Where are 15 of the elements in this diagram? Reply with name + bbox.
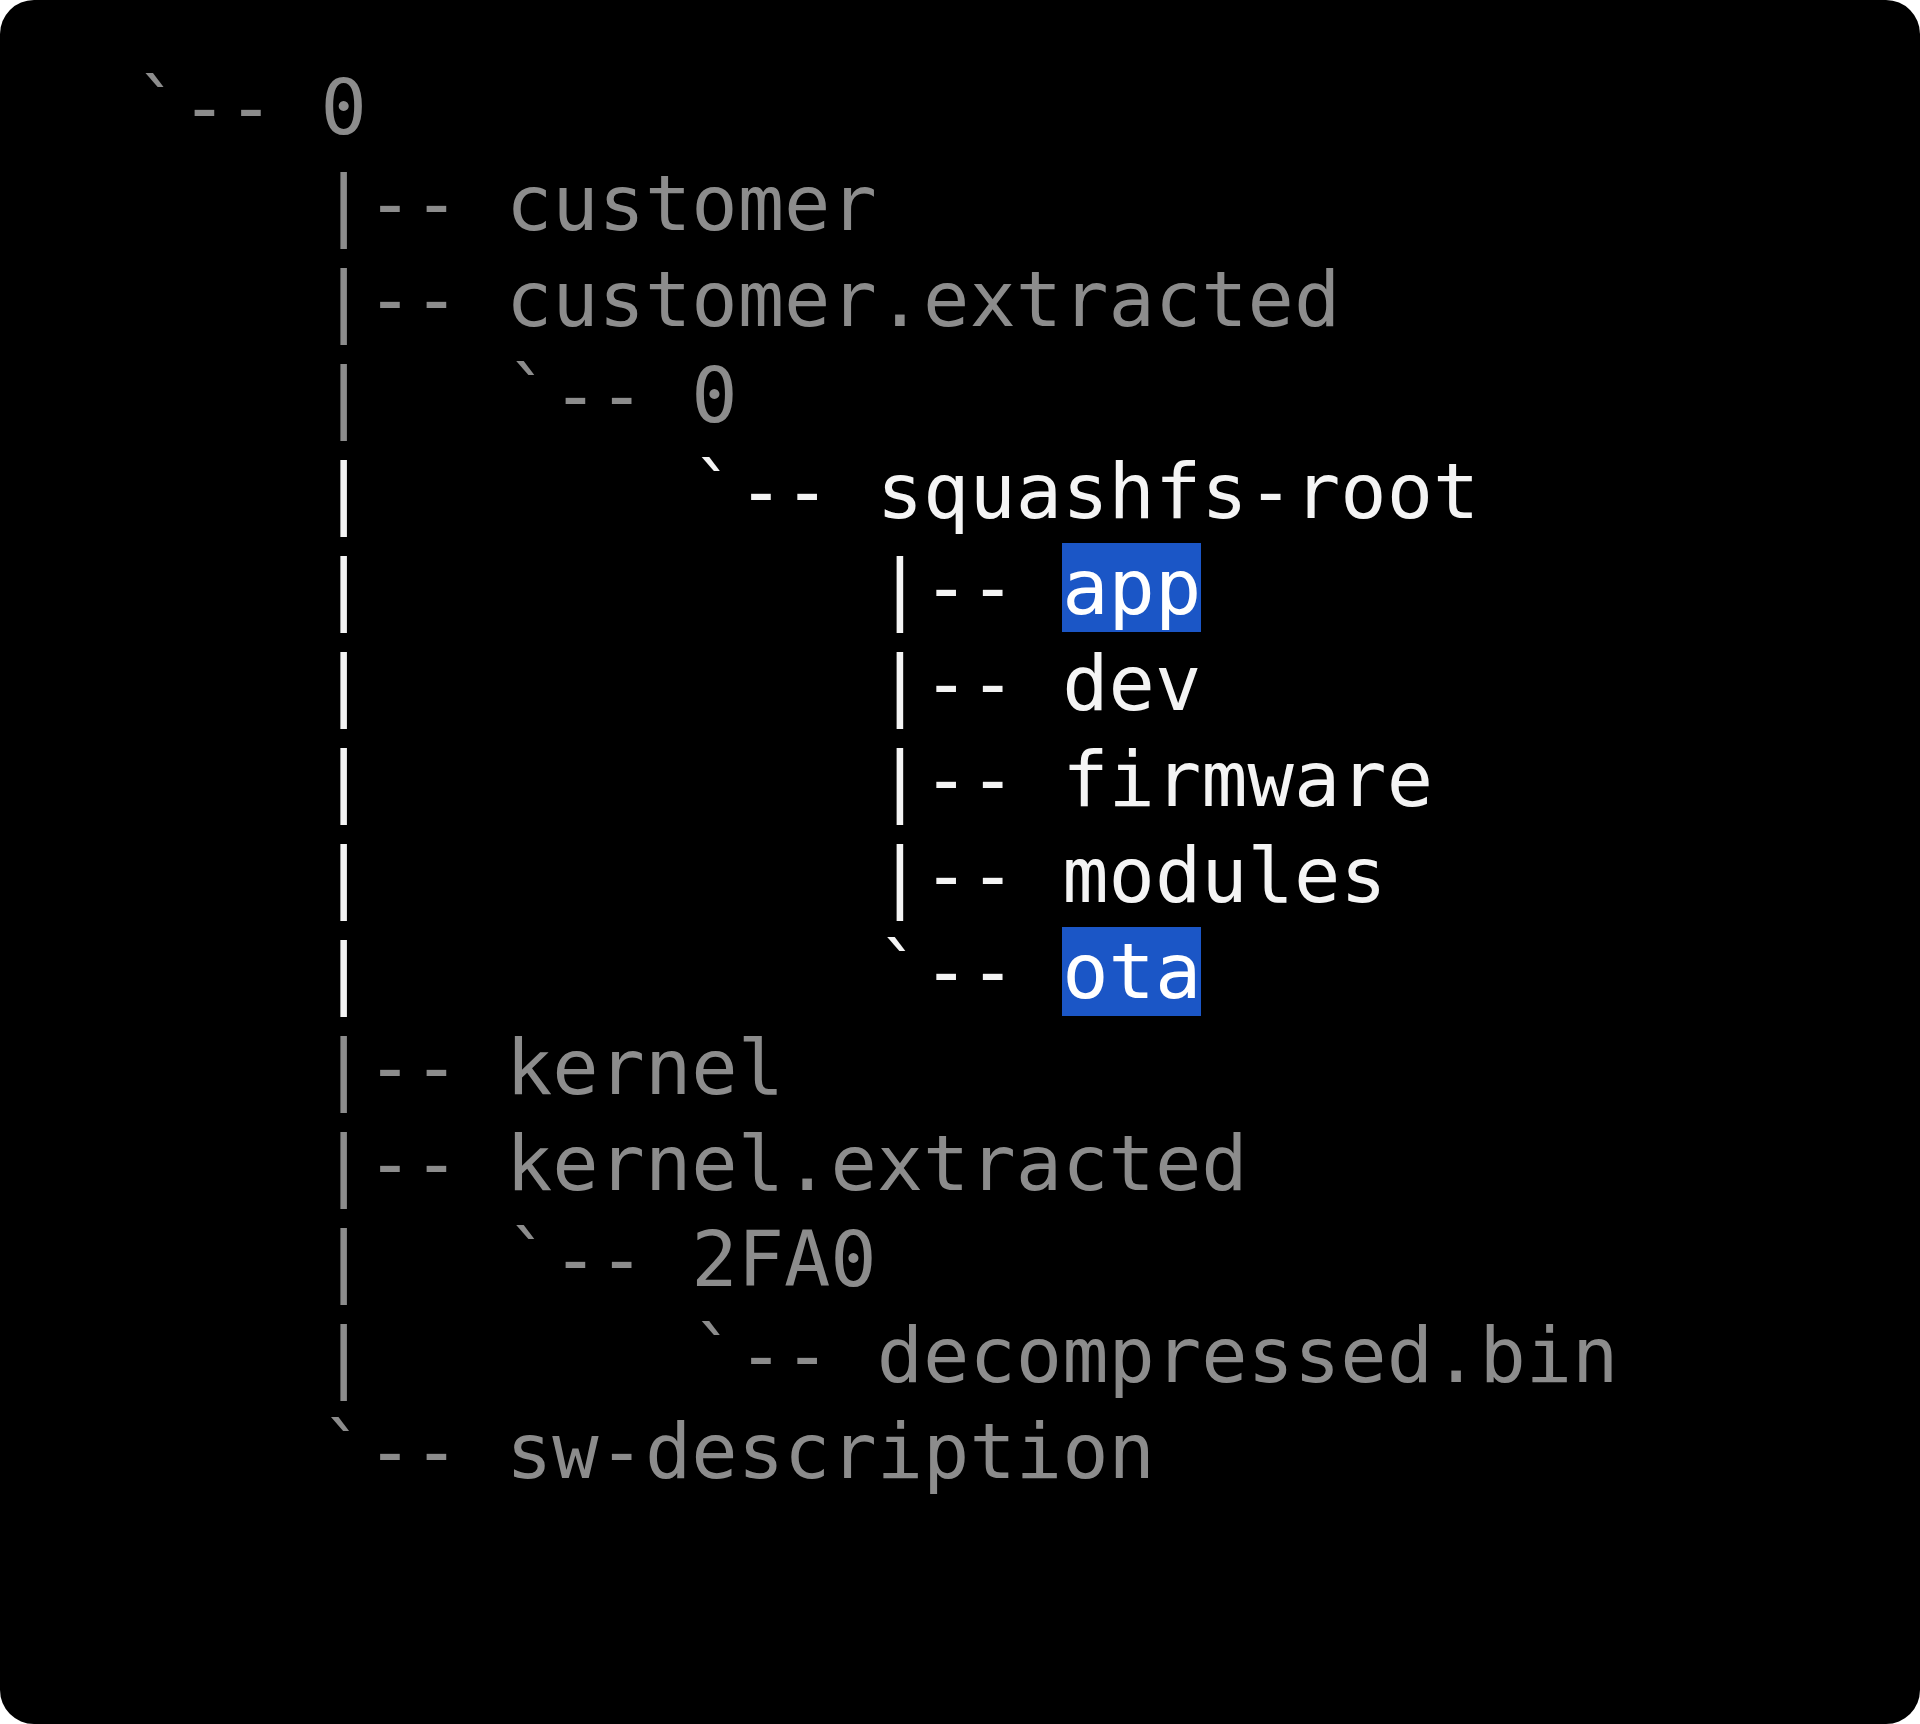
tree-line: `-- 0	[135, 62, 367, 154]
tree-line: |-- kernel	[319, 1022, 785, 1115]
tree-line: | `-- decompressed.bin	[319, 1310, 1619, 1403]
tree-line: |-- customer.extracted	[319, 254, 1341, 347]
tree-line: | |-- dev	[319, 638, 1202, 731]
tree-line: | |-- app	[319, 542, 1202, 635]
tree-line: |-- customer	[319, 158, 877, 251]
tree-line: | `-- 0	[319, 350, 738, 443]
tree-line: | `-- 2FA0	[319, 1214, 877, 1307]
tree-line: | |-- modules	[319, 830, 1387, 923]
tree-line: | |-- firmware	[319, 734, 1434, 827]
tree-line: |-- kernel.extracted	[319, 1118, 1248, 1211]
tree-line: | `-- ota	[319, 926, 1202, 1019]
tree-line: `-- sw-description	[319, 1406, 1155, 1498]
tree-line: | `-- squashfs-root	[319, 446, 1480, 539]
